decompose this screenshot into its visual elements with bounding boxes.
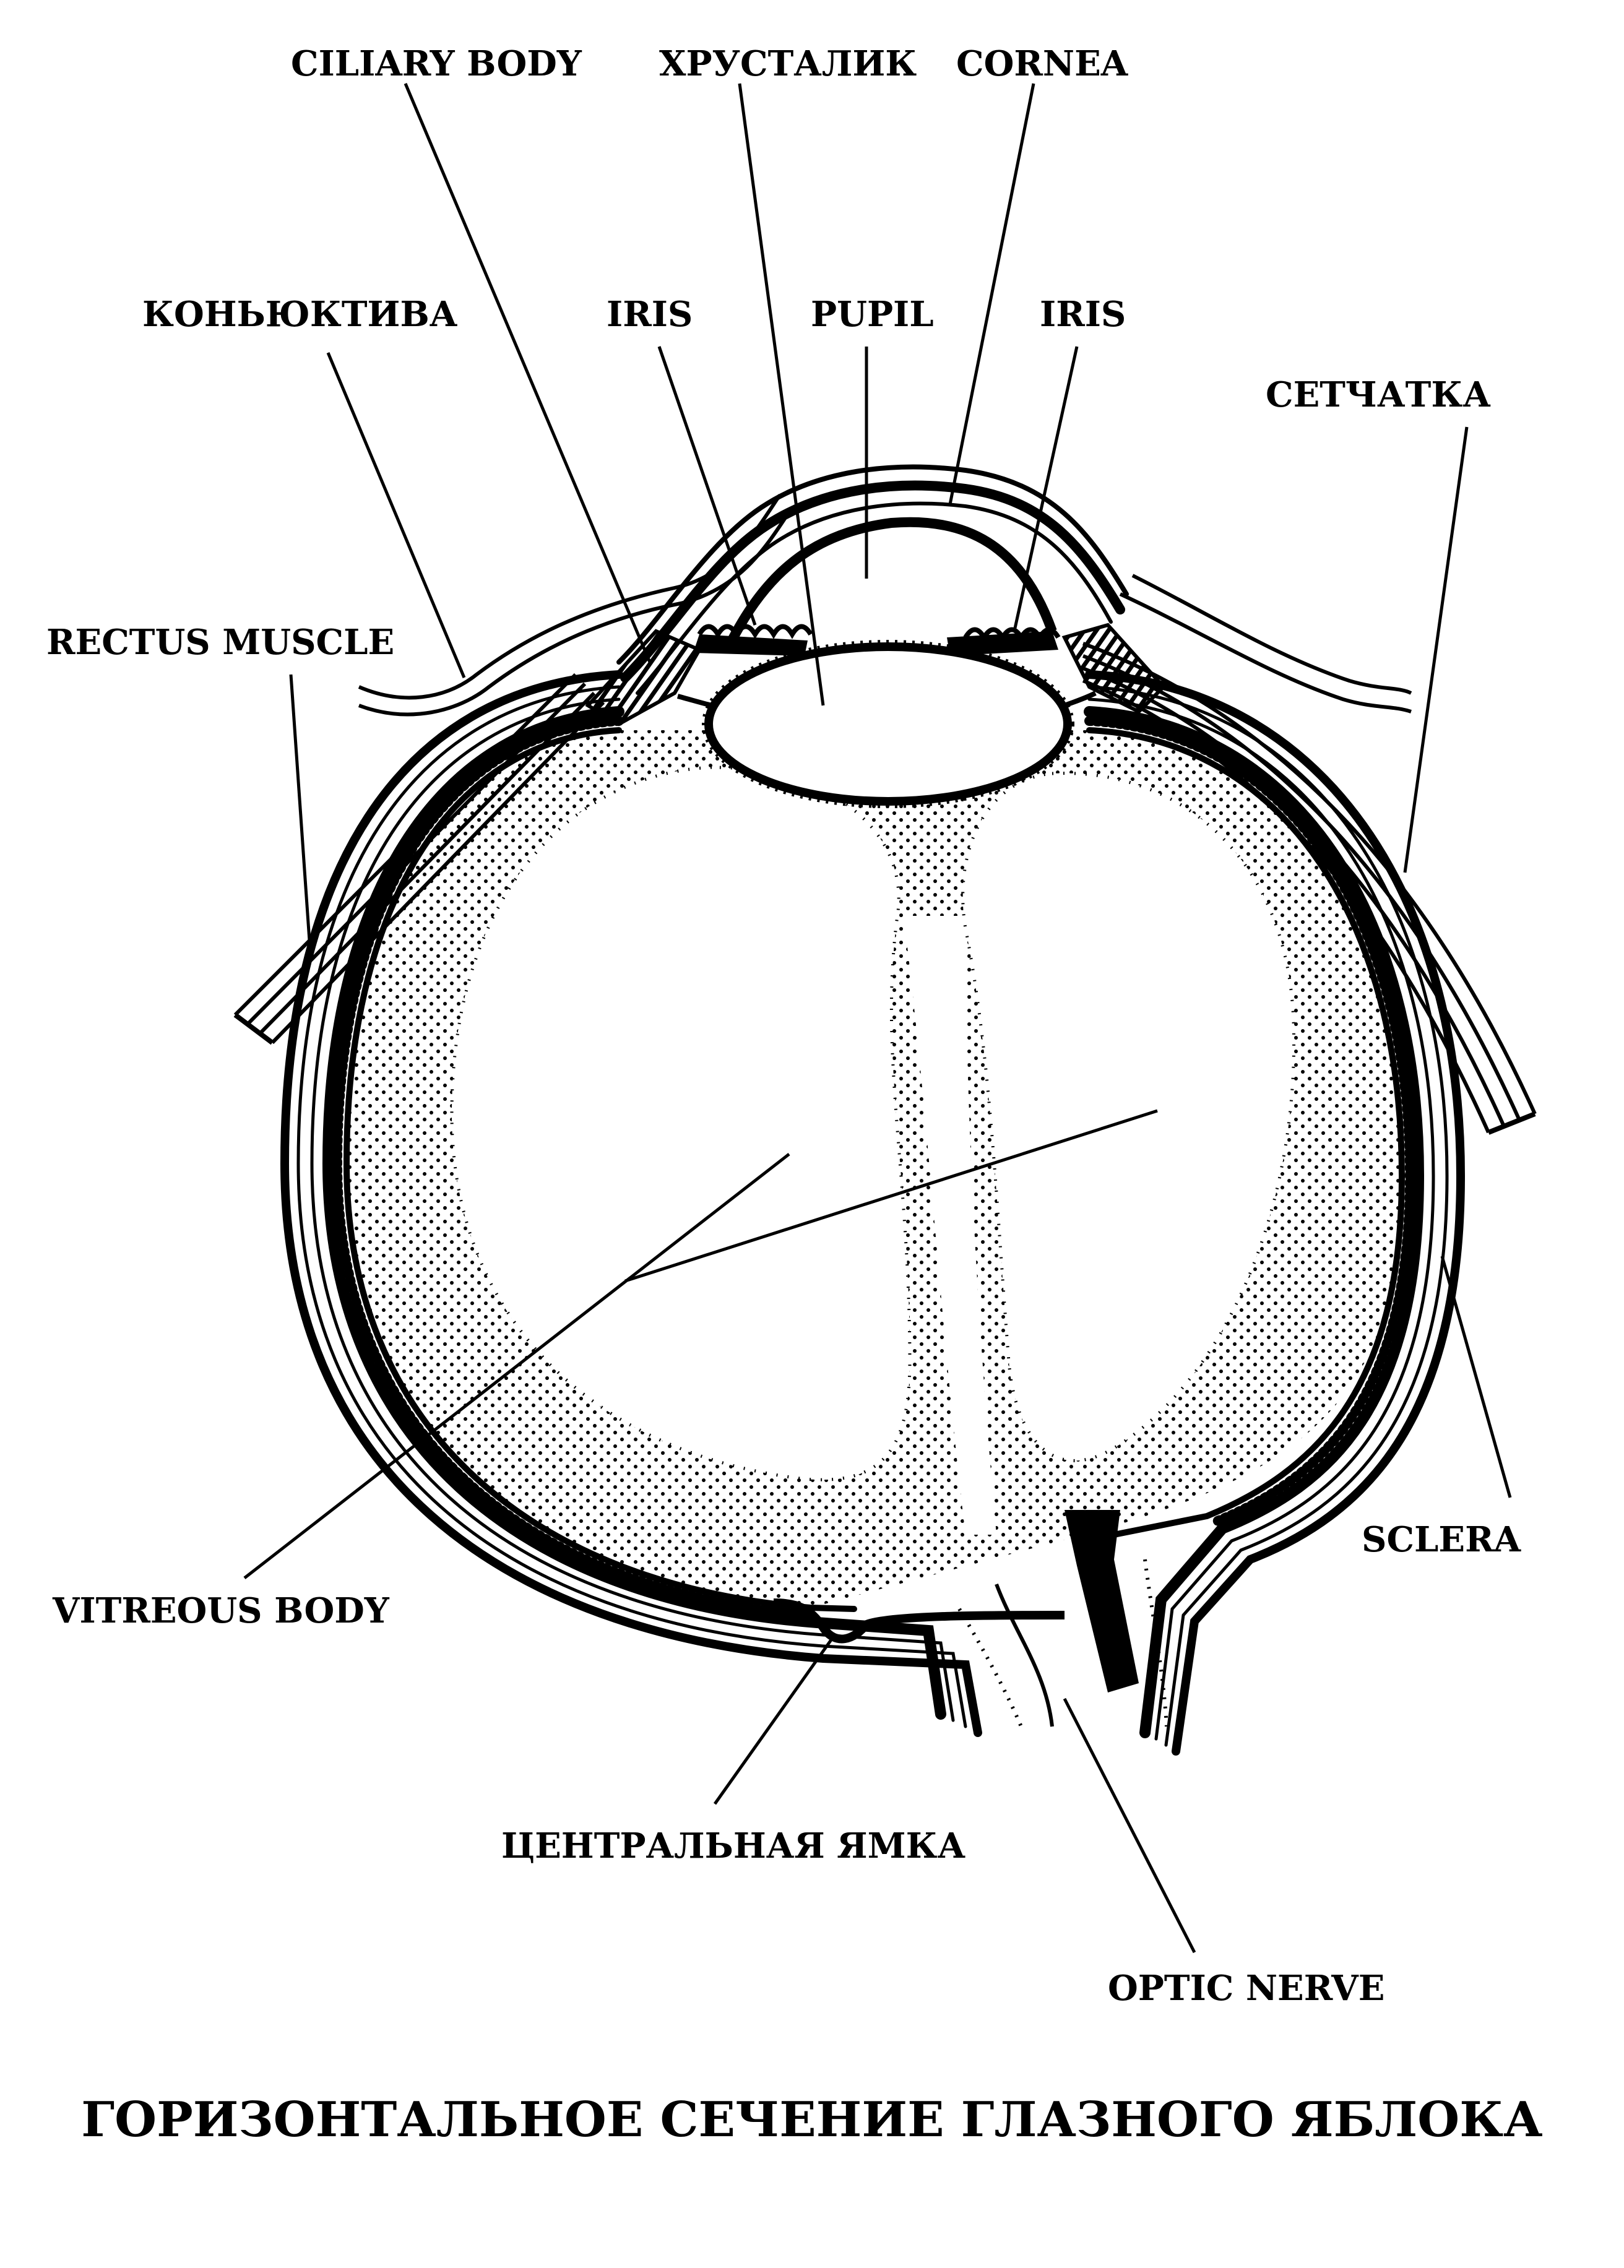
leader-retina (1403, 426, 1469, 873)
leader-lens (738, 83, 825, 706)
label-rectus-muscle: RECTUS MUSCLE (46, 622, 395, 663)
optic-nerve (957, 1510, 1168, 1728)
leader-rectus-muscle (289, 674, 311, 941)
label-fovea: ЦЕНТРАЛЬНАЯ ЯМКА (501, 1826, 966, 1866)
leader-conjunctiva (326, 352, 466, 678)
leader-iris-left (657, 346, 757, 626)
leader-cornea (948, 83, 1035, 505)
lens (702, 640, 1074, 808)
label-iris-right: IRIS (1040, 294, 1126, 335)
leader-ciliary-body (404, 83, 652, 663)
label-optic-nerve: OPTIC NERVE (1108, 1968, 1385, 2009)
label-conjunctiva: КОНЬЮКТИВА (142, 294, 458, 335)
leader-optic-nerve (1063, 1697, 1196, 1954)
leader-lines (243, 83, 1512, 1954)
figure-caption: ГОРИЗОНТАЛЬНОЕ СЕЧЕНИЕ ГЛАЗНОГО ЯБЛОКА (81, 2092, 1543, 2148)
leader-vitreous-2 (624, 1109, 1158, 1283)
leader-vitreous-1 (243, 1153, 790, 1579)
label-pupil: PUPIL (811, 294, 934, 335)
leader-fovea (713, 1632, 837, 1805)
anterior-chamber (725, 517, 1057, 646)
iris-left (693, 624, 813, 656)
fovea (773, 1598, 1065, 1644)
label-sclera: SCLERA (1362, 1519, 1521, 1560)
label-lens: ХРУСТАЛИК (659, 43, 917, 84)
leader-iris-right (1013, 346, 1079, 629)
label-ciliary-body: CILIARY BODY (291, 43, 582, 84)
vitreous-body (347, 730, 1402, 1608)
label-cornea: CORNEA (956, 43, 1128, 84)
label-retina: СЕТЧАТКА (1266, 374, 1491, 415)
leader-sclera (1440, 1256, 1512, 1498)
label-iris-left: IRIS (607, 294, 693, 335)
label-vitreous-body: VITREOUS BODY (53, 1590, 389, 1631)
